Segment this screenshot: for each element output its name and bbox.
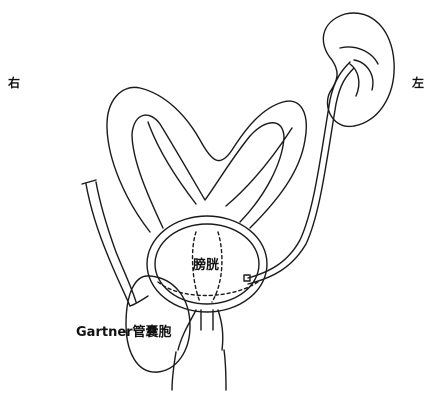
left-side-label: 左 <box>412 77 424 89</box>
left-ureter-inner <box>248 68 354 284</box>
vaginal-wall <box>172 350 226 390</box>
bladder-label: 膀胱 <box>193 259 219 272</box>
gartner-duct <box>86 184 130 306</box>
gartner-cyst-label: Gartner管囊胞 <box>76 326 172 339</box>
left-kidney-pelvis <box>340 47 378 96</box>
cyst-connection <box>130 296 148 306</box>
uterus-inner-outline <box>132 115 284 228</box>
right-side-label: 右 <box>8 77 20 89</box>
left-kidney <box>323 13 394 126</box>
uterus-outline <box>107 87 306 232</box>
gartner-duct-tip <box>82 180 96 184</box>
uterine-cavity <box>148 122 292 206</box>
gartner-cyst <box>126 276 190 372</box>
urethra <box>178 310 223 350</box>
